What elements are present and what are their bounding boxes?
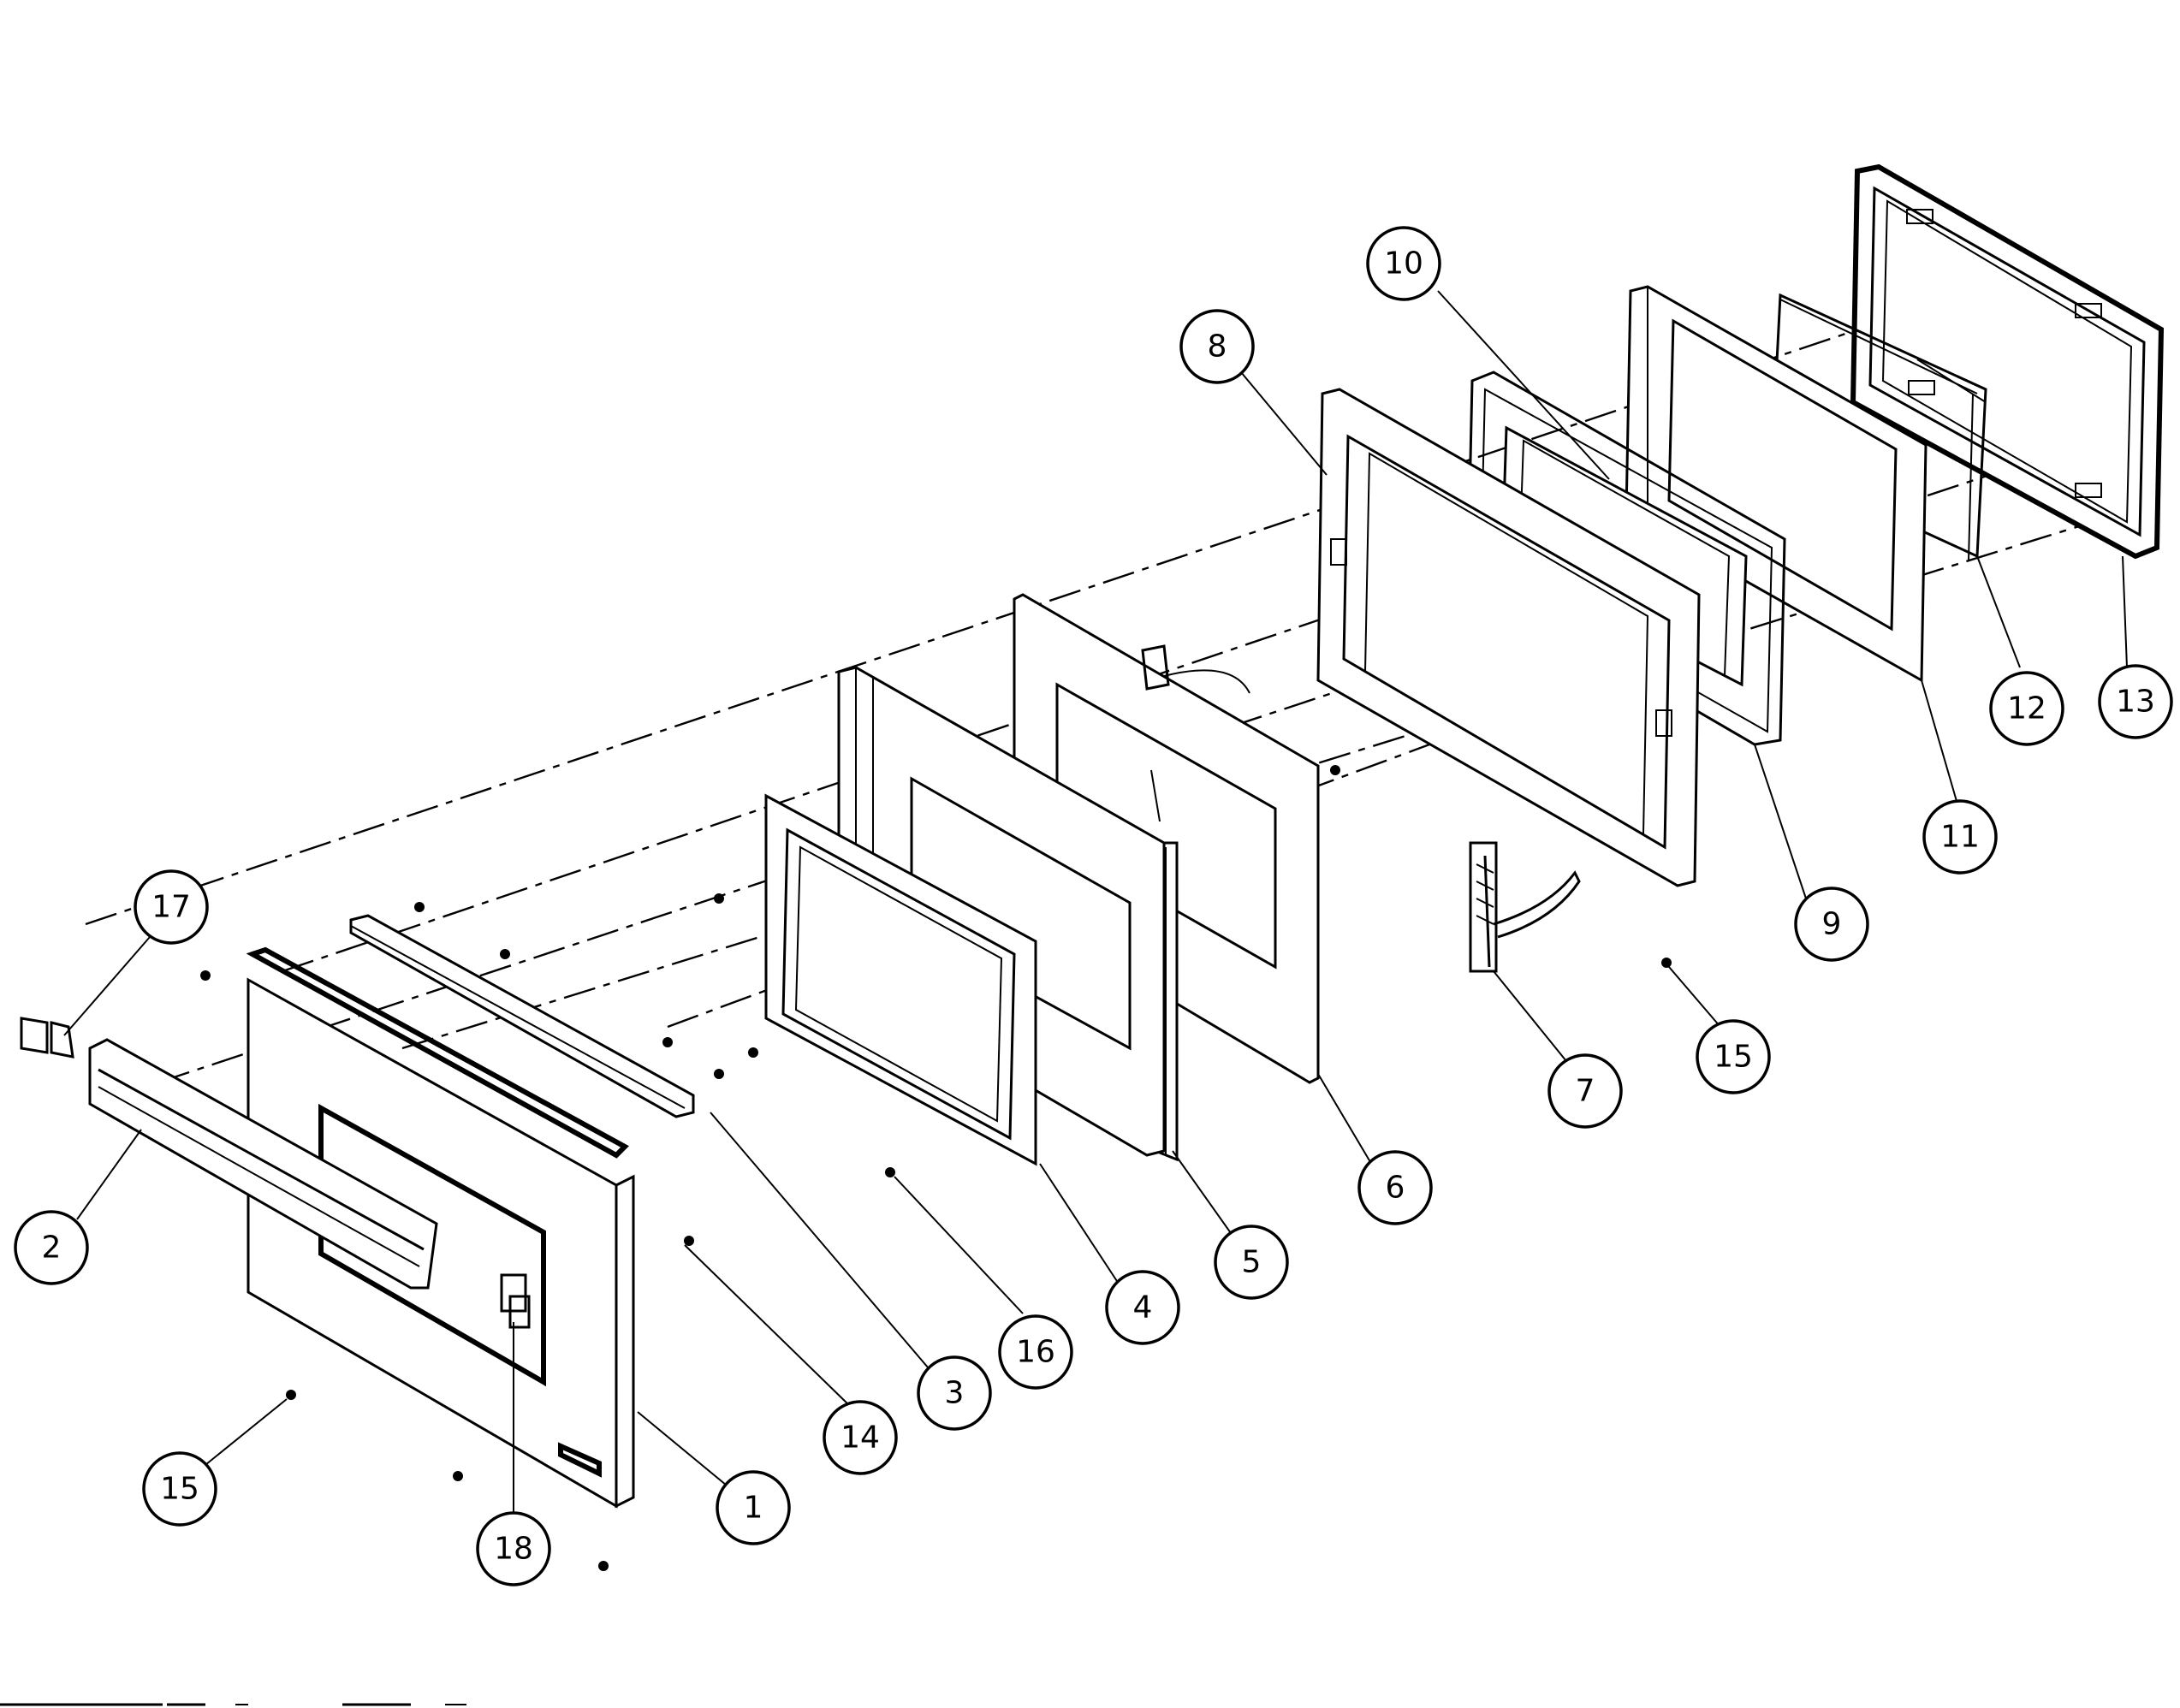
callout-1-label: 1 [744,1491,763,1526]
callout-15a-label: 15 [160,1472,199,1507]
callout-13: 13 [2098,664,2173,739]
callout-9: 9 [1794,887,1869,962]
callout-17: 17 [134,869,209,945]
callout-6-label: 6 [1386,1171,1405,1206]
part-11-door-frame-panel [1625,285,1928,683]
screws [200,765,1672,1571]
callout-4-label: 4 [1133,1290,1153,1325]
callout-11: 11 [1922,799,1998,875]
part-3-front-frame [764,793,1037,1166]
callout-10-label: 10 [1384,246,1423,282]
callout-3: 3 [917,1355,992,1431]
callout-6: 6 [1357,1150,1433,1225]
callout-2: 2 [14,1210,89,1285]
callout-14-label: 14 [841,1420,880,1456]
callout-12-label: 12 [2007,691,2046,726]
callout-15b-label: 15 [1714,1040,1753,1075]
part-7-door-hinge [1469,841,1581,973]
callout-18: 18 [476,1511,551,1586]
callout-8-label: 8 [1208,329,1227,365]
callout-14: 14 [823,1400,898,1475]
callout-17-label: 17 [151,890,191,925]
part-17-clip [20,1017,74,1059]
callout-1: 1 [716,1470,791,1545]
callout-10: 10 [1366,226,1441,301]
callout-12: 12 [1989,671,2064,746]
callout-16: 16 [998,1314,1073,1390]
callout-3-label: 3 [945,1376,965,1411]
callout-13-label: 13 [2116,685,2155,720]
part-14-top-trim [349,914,695,1118]
callout-15-right: 15 [1696,1019,1771,1094]
callout-11-label: 11 [1940,820,1980,855]
callout-8: 8 [1179,309,1255,384]
callout-15-lower-left: 15 [142,1451,217,1527]
callout-2-label: 2 [42,1231,62,1266]
callout-5: 5 [1214,1225,1289,1300]
callout-16-label: 16 [1016,1335,1055,1370]
part-2-door-handle [88,946,629,1290]
callout-7: 7 [1547,1053,1623,1129]
part-8-inner-door-panel [1316,388,1701,887]
callout-9-label: 9 [1822,907,1842,942]
leader-lines [63,290,2128,1519]
callout-18-label: 18 [494,1532,533,1567]
part-13-inner-door-liner [1850,163,2165,560]
callout-5-label: 5 [1242,1245,1262,1280]
callout-7-label: 7 [1576,1074,1595,1109]
callout-4: 4 [1105,1270,1180,1345]
